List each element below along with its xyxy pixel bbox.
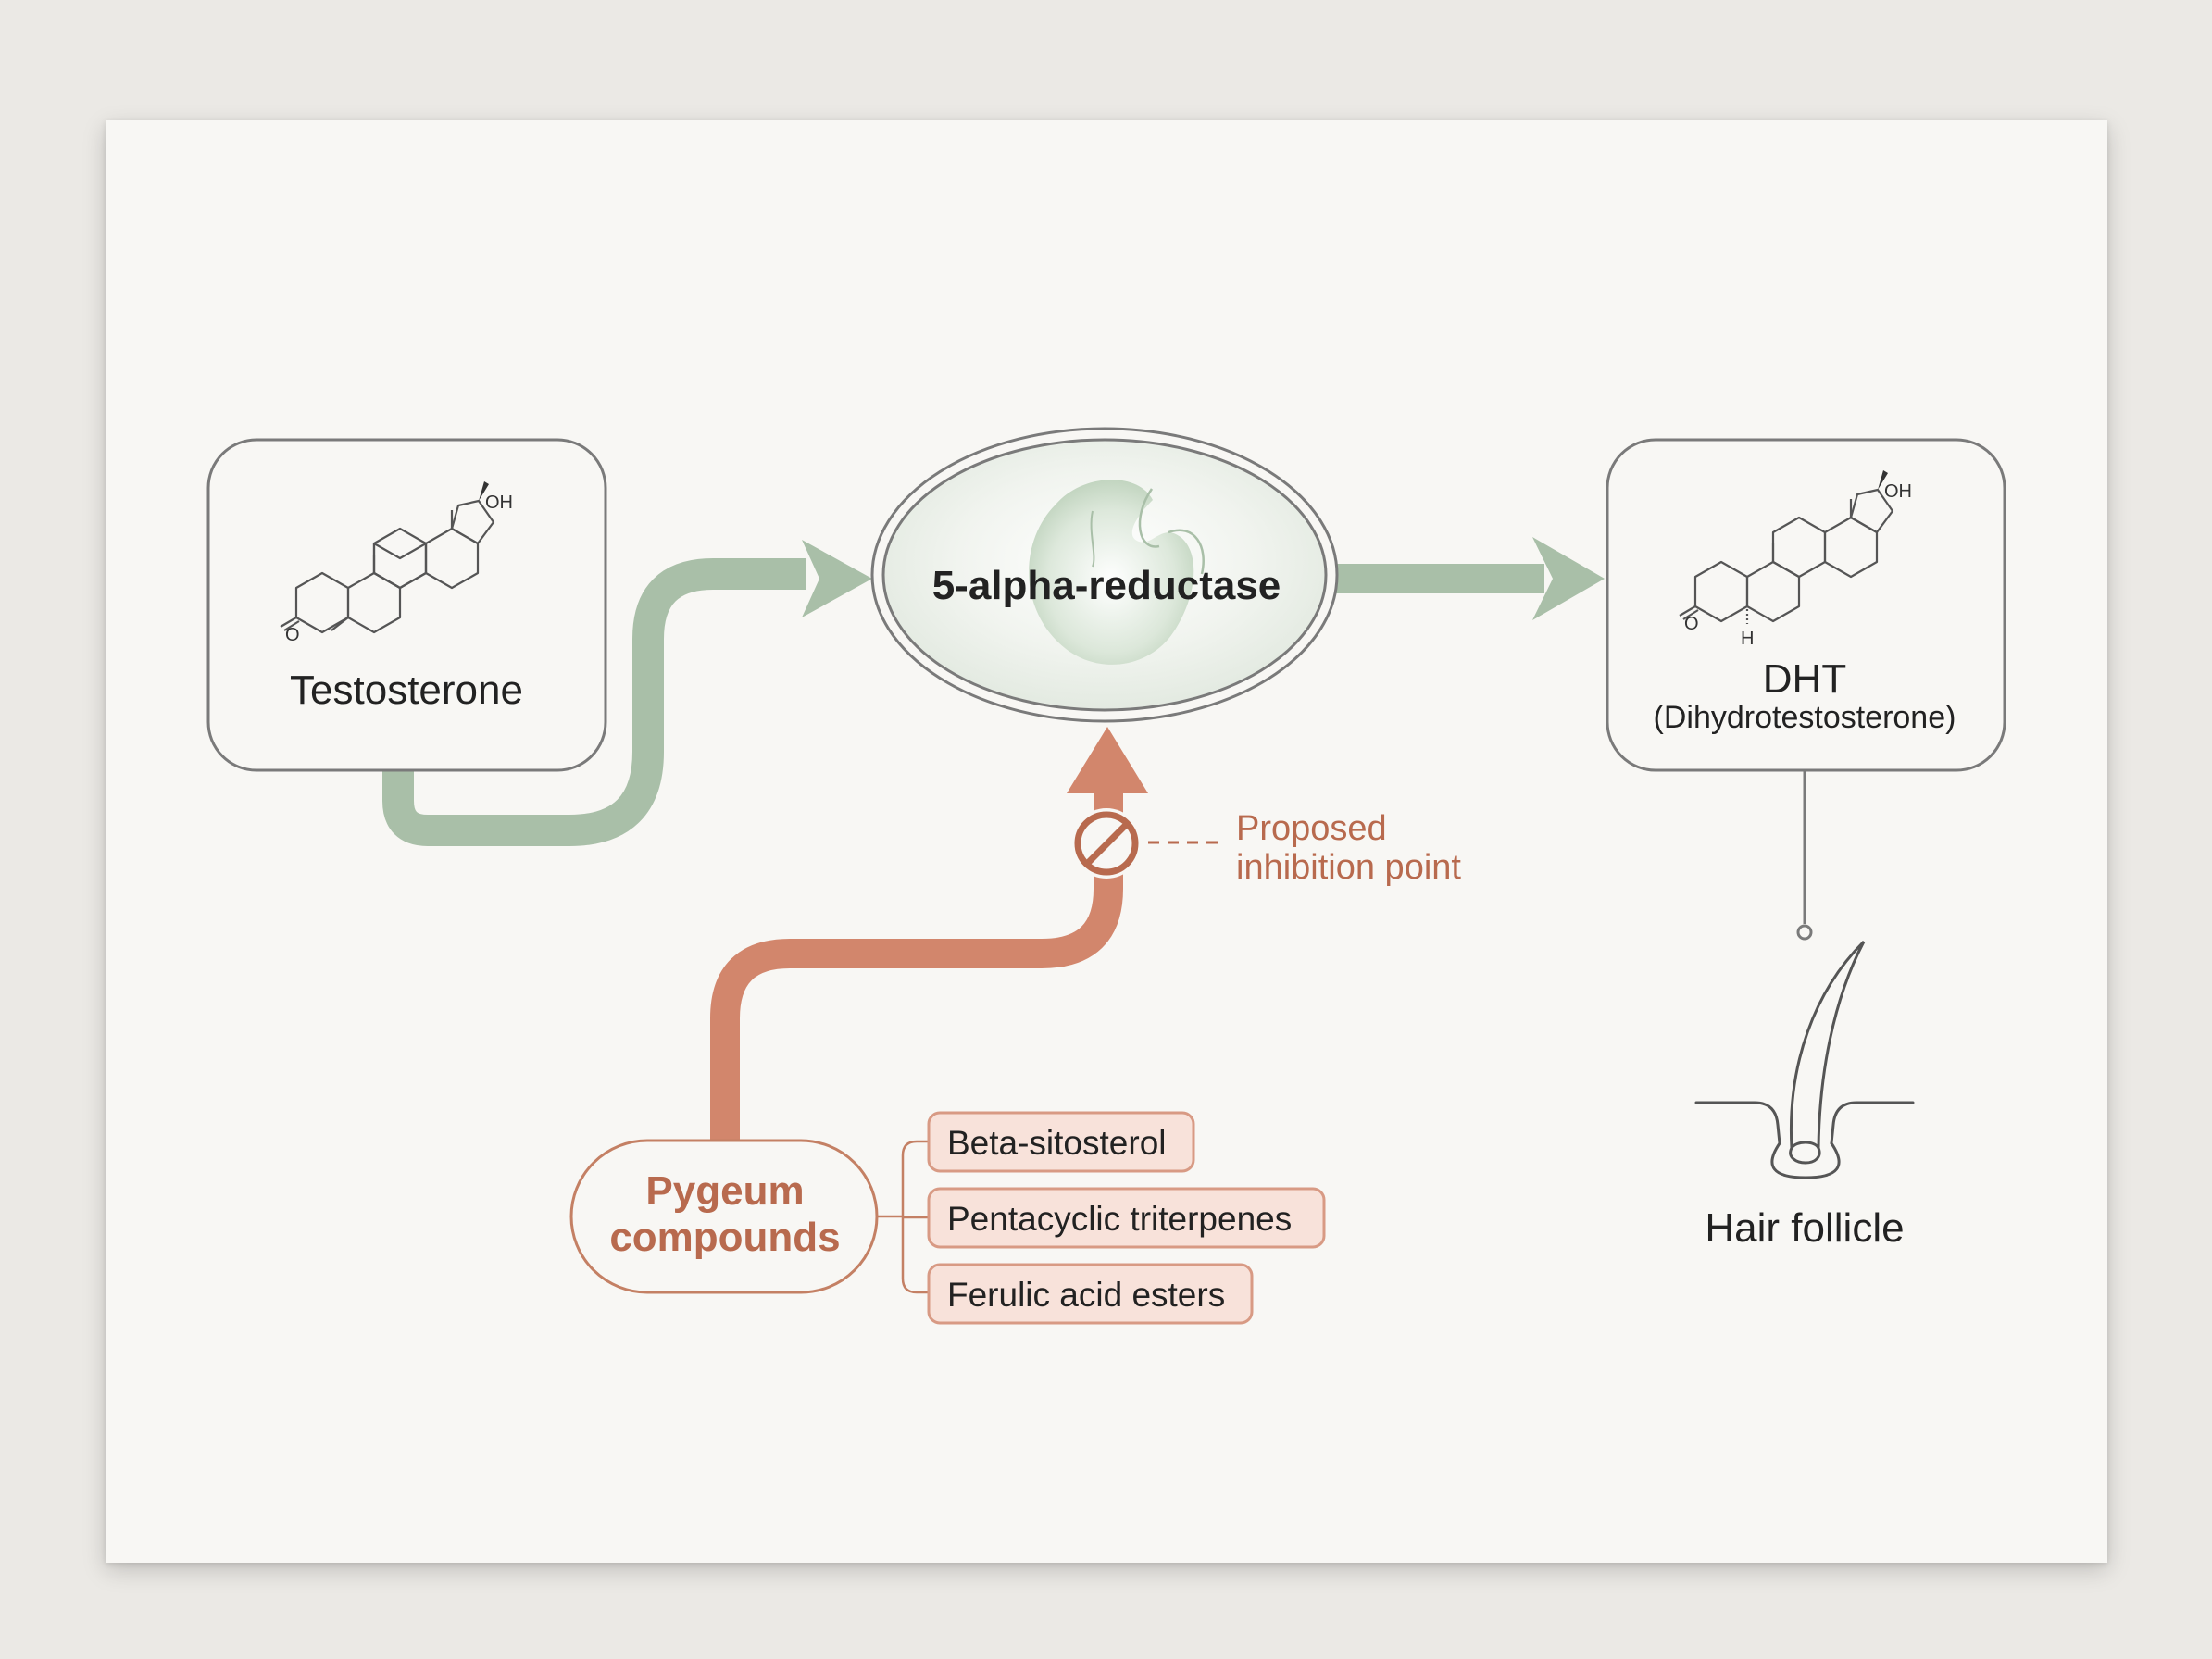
pygeum-label-line2: compounds xyxy=(609,1215,840,1260)
compound-chip-2: Pentacyclic triterpenes xyxy=(927,1187,1326,1249)
enzyme-outer-ring xyxy=(870,427,1339,723)
compound-chip-3: Ferulic acid esters xyxy=(927,1263,1254,1325)
testosterone-label: Testosterone xyxy=(290,667,523,713)
dht-structure-icon: OH O H xyxy=(1679,470,1912,649)
inhibition-label-line2: inhibition point xyxy=(1236,848,1461,887)
arrowhead-to-dht xyxy=(1532,537,1605,620)
flow-testosterone-to-enzyme xyxy=(382,558,806,846)
enzyme-label: 5-alpha-reductase xyxy=(932,563,1281,608)
svg-text:O: O xyxy=(285,625,300,645)
svg-text:OH: OH xyxy=(485,493,513,513)
testosterone-box xyxy=(206,438,607,772)
hair-follicle-icon xyxy=(1694,940,1915,1179)
flow-enzyme-to-dht xyxy=(1336,564,1544,593)
pygeum-label-line1: Pygeum xyxy=(645,1168,804,1214)
dht-label: DHT xyxy=(1763,656,1846,702)
compound-chip-1: Beta-sitosterol xyxy=(927,1111,1195,1173)
flow-pygeum-to-enzyme xyxy=(710,787,1123,1141)
arrowhead-to-enzyme-orange xyxy=(1067,727,1148,793)
enzyme-protein-icon xyxy=(1029,480,1205,665)
hair-follicle-label: Hair follicle xyxy=(1705,1205,1904,1251)
compound-label-1: Beta-sitosterol xyxy=(947,1124,1167,1162)
svg-text:H: H xyxy=(1741,629,1754,649)
inhibition-label-line1: Proposed xyxy=(1236,809,1387,848)
compound-label-3: Ferulic acid esters xyxy=(947,1276,1225,1314)
svg-text:O: O xyxy=(1684,614,1699,634)
testosterone-structure-icon: OH O xyxy=(280,481,513,645)
arrowhead-to-enzyme xyxy=(802,540,872,617)
compounds-bracket xyxy=(877,1140,929,1294)
inhibition-icon xyxy=(1071,808,1142,879)
compound-label-2: Pentacyclic triterpenes xyxy=(947,1200,1292,1238)
dht-sublabel: (Dihydrotestosterone) xyxy=(1654,700,1956,735)
svg-text:OH: OH xyxy=(1884,481,1912,502)
connector-end-dot xyxy=(1796,924,1813,941)
